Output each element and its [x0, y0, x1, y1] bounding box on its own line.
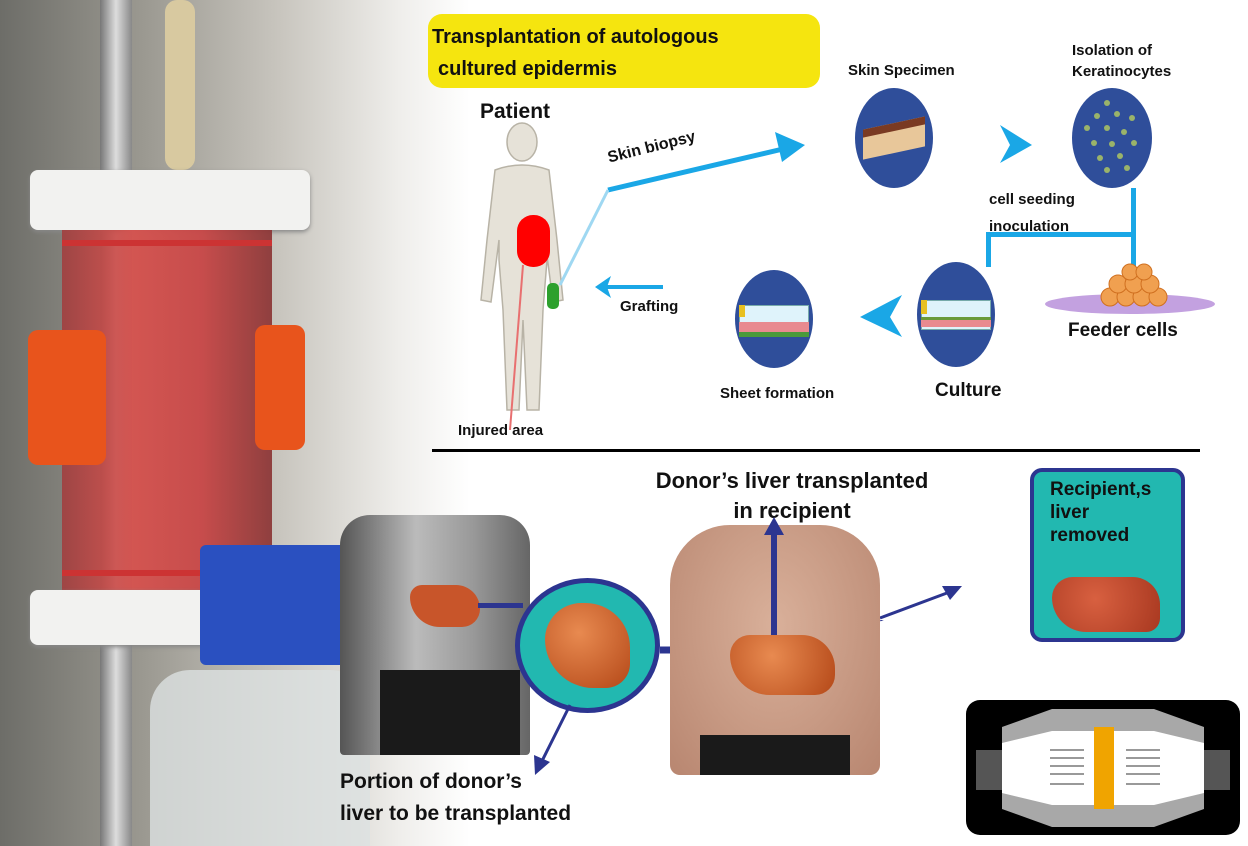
- injured-area-label: Injured area: [458, 422, 544, 439]
- keratinocytes-circle: [1072, 88, 1152, 188]
- pants: [700, 735, 850, 775]
- skin-specimen-label: Skin Specimen: [848, 62, 955, 79]
- culture-label: Culture: [935, 380, 1002, 401]
- donor-liver: [410, 585, 480, 627]
- transplanted-liver: [730, 635, 835, 695]
- grafting-arrow: [595, 276, 663, 298]
- bioartificial-liver-device: [966, 700, 1240, 835]
- stripe: [62, 240, 272, 246]
- connector-line: [986, 232, 1136, 237]
- removed-liver: [1052, 577, 1160, 632]
- section-divider: [432, 449, 1200, 452]
- culture-circle: [917, 262, 995, 367]
- portion-line1: Portion of donor’s: [340, 770, 522, 793]
- sheet-formation-circle: [735, 270, 813, 368]
- donor-liver-label: Donor’s liver transplanted in recipient: [616, 466, 968, 526]
- liver-portion: [545, 603, 630, 688]
- glass-bottle: [150, 670, 370, 846]
- cell-dots: [1084, 100, 1137, 173]
- arrow-to-recipient-box: [879, 586, 962, 620]
- donor-liver-line1: Donor’s liver transplanted: [655, 468, 929, 493]
- title-line2: cultured epidermis: [438, 58, 617, 80]
- orange-clamp: [255, 325, 305, 450]
- recipient-line1: Recipient,s: [1050, 479, 1152, 500]
- arrow-left-icon: [860, 295, 902, 337]
- feeder-cells-graphic: [1045, 263, 1215, 314]
- title-line1: Transplantation of autologous: [432, 26, 719, 48]
- outlet: [1202, 750, 1230, 790]
- blue-cap: [200, 545, 360, 665]
- connector-line: [1131, 188, 1136, 268]
- skin-biopsy-arrow: [558, 132, 805, 286]
- stripe: [62, 570, 272, 576]
- device-chamber: [1002, 709, 1204, 827]
- inlet: [976, 750, 1004, 790]
- feeder-cells-label: Feeder cells: [1068, 320, 1178, 341]
- skin-layer: [863, 116, 925, 160]
- cell-seeding-line2: inoculation: [989, 218, 1069, 235]
- grafting-label: Grafting: [620, 298, 679, 315]
- cell-layer: [921, 317, 991, 327]
- human-body-figure: [480, 122, 564, 430]
- patient-label: Patient: [480, 100, 551, 123]
- cell-seeding-label: cell seeding inoculation: [989, 186, 1075, 240]
- tube: [165, 0, 195, 170]
- arrow-up: [771, 530, 777, 635]
- portion-line2: liver to be transplanted: [340, 802, 572, 825]
- connector-line: [986, 232, 991, 267]
- isolation-line1: Isolation of: [1072, 42, 1152, 59]
- connector-line: [478, 603, 523, 608]
- cell-sheet: [739, 322, 809, 337]
- cell-seeding-line1: cell seeding: [989, 191, 1075, 208]
- donor-torso-photo: [340, 515, 530, 755]
- shorts: [380, 670, 520, 755]
- orange-clamp: [28, 330, 106, 465]
- recipient-torso-photo: [670, 517, 880, 775]
- sheet-formation-label: Sheet formation: [720, 385, 835, 402]
- recipient-line2: liver: [1050, 502, 1090, 523]
- donor-liver-line2: in recipient: [733, 498, 851, 523]
- arrow-right-icon: [1000, 125, 1032, 163]
- liver-portion-circle: [515, 578, 660, 713]
- portion-label: Portion of donor’s liver to be transplant…: [340, 766, 571, 830]
- dish-tab: [921, 300, 927, 314]
- arrow-up-icon: [764, 517, 784, 535]
- isolation-line2: Keratinocytes: [1072, 63, 1172, 80]
- isolation-label: Isolation of Keratinocytes: [1072, 40, 1171, 82]
- dish-tab: [739, 305, 745, 317]
- title-box: [428, 14, 820, 88]
- skin-specimen-circle: [855, 88, 933, 188]
- top-cap: [30, 170, 310, 230]
- recipient-line3: removed: [1050, 525, 1130, 546]
- bioreactor-photo: [0, 0, 470, 846]
